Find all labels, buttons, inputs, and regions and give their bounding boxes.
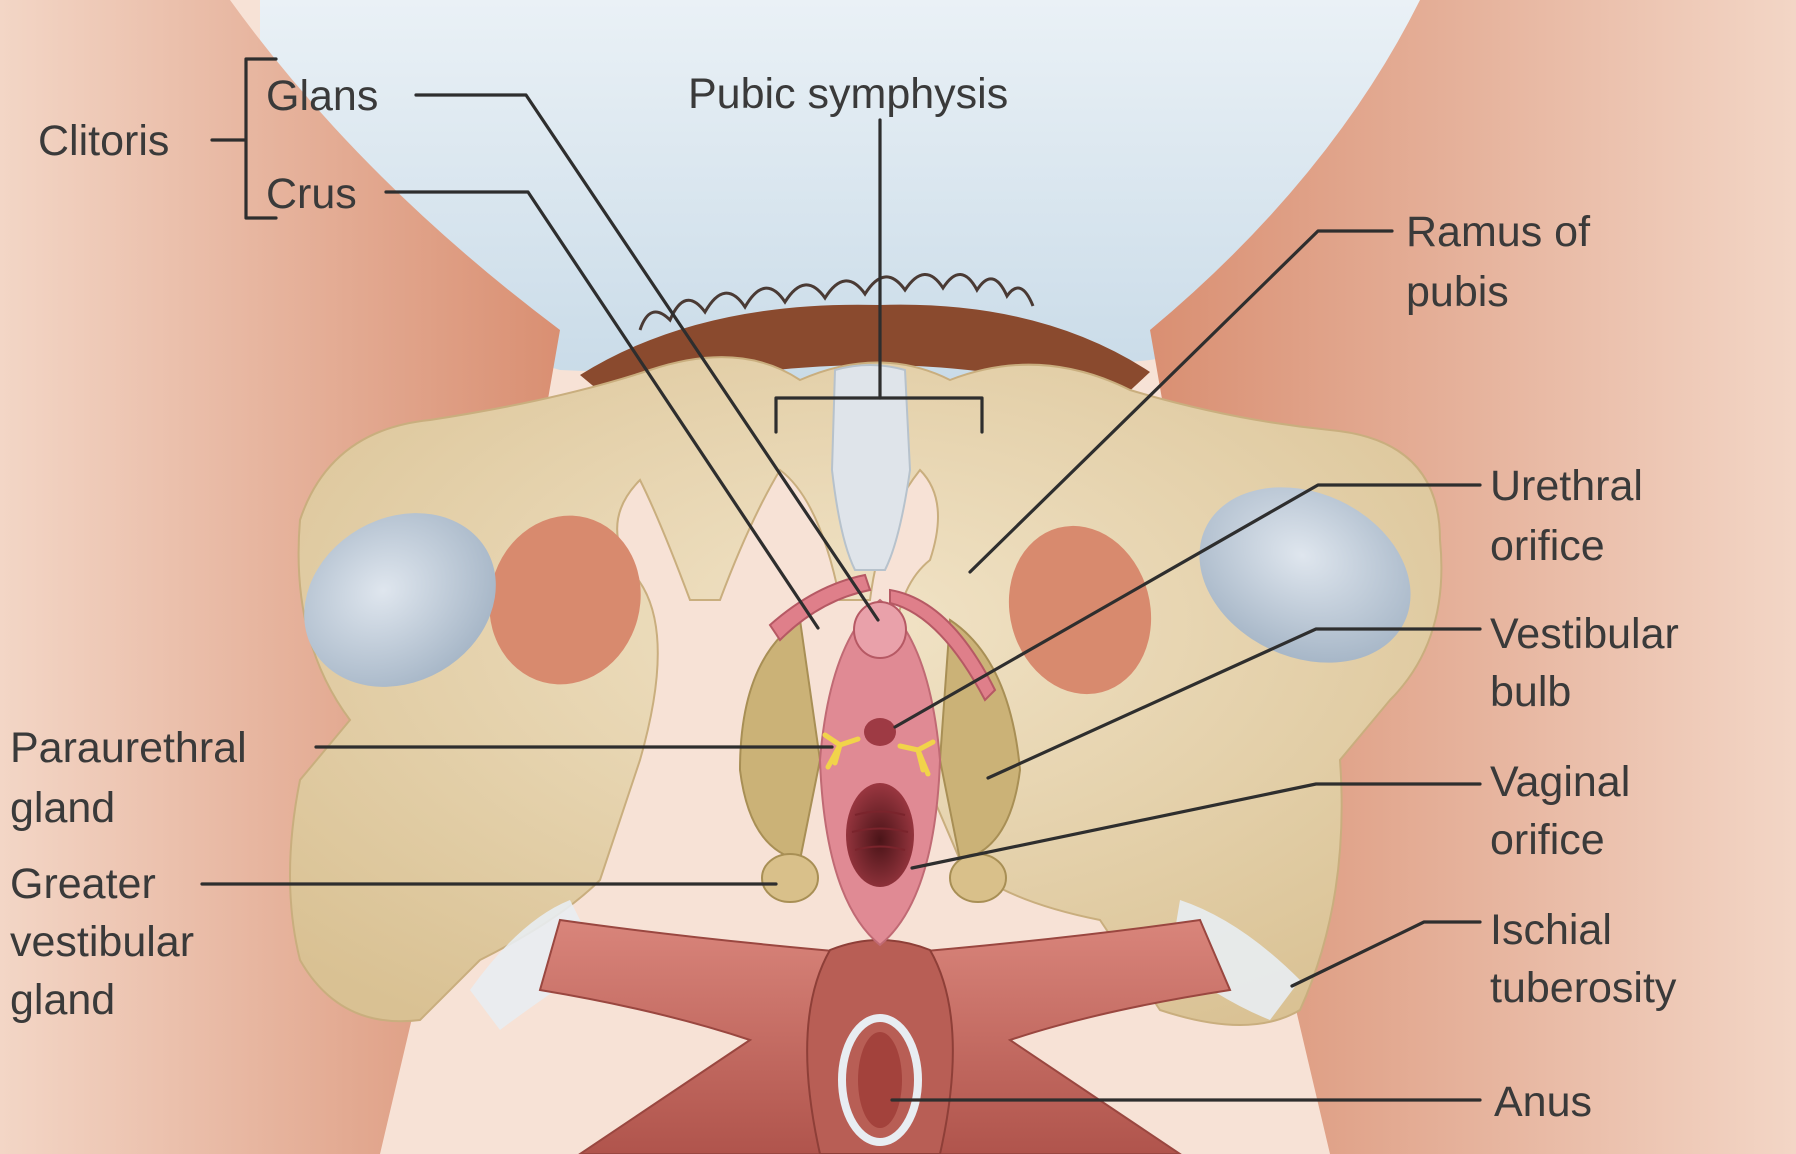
right-acetabulum [1199,487,1411,663]
label-vestibular-bulb-line1: Vestibular [1490,610,1679,658]
label-paraurethral-gland-line2: gland [10,784,115,832]
vestibular-bulb-leader [986,627,1482,780]
left-acetabulum [304,513,496,687]
label-crus: Crus [266,170,357,218]
label-urethral-orifice-line2: orifice [1490,522,1605,570]
urethral-orifice-shape [864,718,896,746]
ischial-tuberosity-leader [1290,920,1482,988]
pubic-hair [638,273,1035,331]
right-obturator-foramen [1008,525,1152,695]
label-vestibular-bulb-line2: bulb [1490,668,1571,716]
anus-opening [858,1032,902,1128]
vaginal-orifice-shape [846,783,914,887]
label-clitoris: Clitoris [38,117,169,165]
clitoris-bracket [210,57,278,220]
ramus-of-pubis-leader [968,229,1394,574]
label-greater-vestibular-gland-line3: gland [10,976,115,1024]
right-clitoral-crus [889,588,997,702]
label-vaginal-orifice-line1: Vaginal [1490,758,1630,806]
glans-leader [414,93,880,622]
right-greater-vestibular-gland [949,853,1007,903]
anus-ring [838,1014,922,1146]
left-vestibular-bulb [738,618,822,862]
urethral-orifice-leader [893,483,1482,729]
label-ramus-of-pubis-line2: pubis [1406,268,1509,316]
vaginal-rugae [851,810,909,851]
label-glans: Glans [266,72,378,120]
label-greater-vestibular-gland-line2: vestibular [10,918,194,966]
label-ischial-tuberosity-line1: Ischial [1490,906,1612,954]
label-paraurethral-gland-line1: Paraurethral [10,724,247,772]
paraurethral-glands [822,732,936,777]
left-obturator-foramen [489,515,641,685]
vaginal-orifice-leader [910,782,1482,870]
clitoral-glans [853,601,907,659]
label-greater-vestibular-gland-line1: Greater [10,860,156,908]
label-pubic-symphysis: Pubic symphysis [688,70,1008,118]
left-greater-vestibular-gland [761,853,819,903]
label-ramus-of-pubis-line1: Ramus of [1406,208,1591,256]
label-ischial-tuberosity-line2: tuberosity [1490,964,1677,1012]
left-clitoral-crus [768,573,872,642]
label-urethral-orifice-line1: Urethral [1490,462,1643,510]
crus-leader [384,190,820,630]
label-vaginal-orifice-line2: orifice [1490,816,1605,864]
label-anus: Anus [1494,1078,1592,1126]
